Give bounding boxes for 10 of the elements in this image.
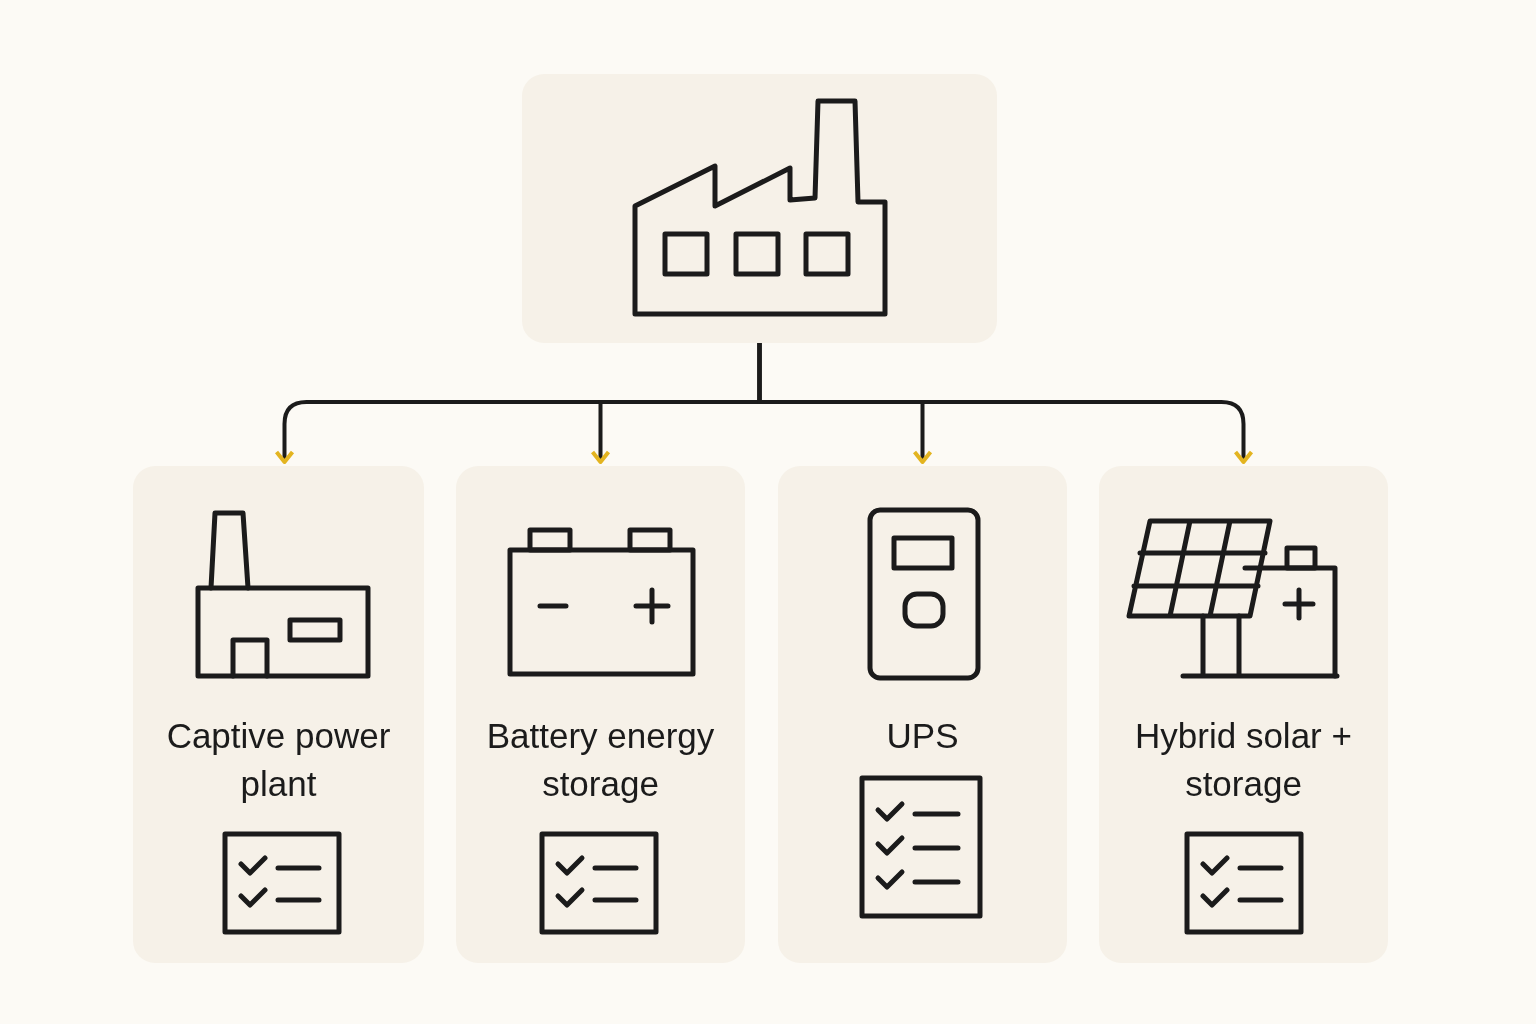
card <box>522 74 997 343</box>
card <box>778 466 1067 963</box>
node-label: Captive power plant <box>165 715 392 805</box>
node-label: UPS <box>885 715 960 757</box>
node-label: Hybrid solar + storage <box>1134 715 1353 805</box>
arrow <box>757 343 1254 464</box>
card <box>1099 466 1388 963</box>
node-label: Battery energy storage <box>485 715 716 805</box>
card <box>133 466 424 963</box>
card <box>456 466 745 963</box>
